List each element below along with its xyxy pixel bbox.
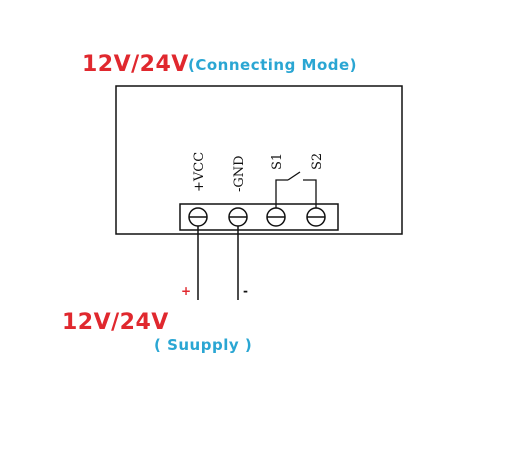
terminal-label-vcc: +VCC xyxy=(192,152,207,192)
header-voltage: 12V/24V xyxy=(82,52,189,77)
switch-icon xyxy=(275,171,317,208)
screw-s1-icon xyxy=(266,207,286,227)
device-housing xyxy=(115,85,403,235)
screw-s2-icon xyxy=(306,207,326,227)
screw-vcc-icon xyxy=(188,207,208,227)
terminal-label-s2: S2 xyxy=(310,153,325,170)
terminal-label-s1: S1 xyxy=(270,153,285,170)
screw-gnd-icon xyxy=(228,207,248,227)
supply-minus-sign: - xyxy=(243,284,248,298)
header-mode-caption: (Connecting Mode) xyxy=(188,56,358,74)
supply-caption: ( Suupply ) xyxy=(154,336,253,354)
supply-plus-sign: + xyxy=(181,284,192,298)
supply-voltage: 12V/24V xyxy=(62,310,169,335)
terminal-label-gnd: -GND xyxy=(232,155,247,192)
